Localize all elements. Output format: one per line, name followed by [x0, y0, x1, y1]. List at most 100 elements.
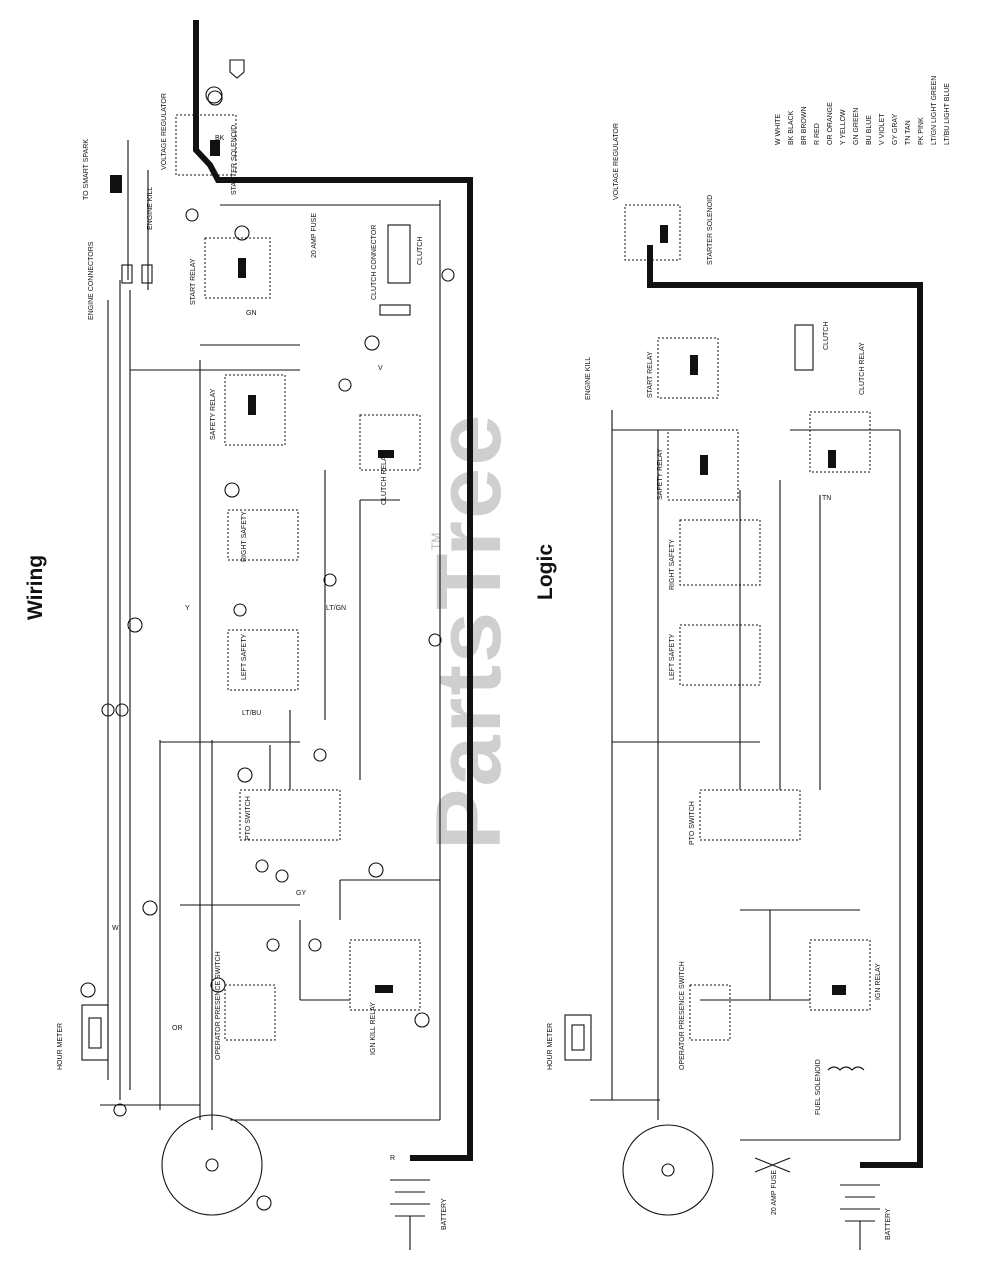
tag-r: R — [390, 1155, 395, 1162]
label-ign-kill-relay: IGN KILL RELAY — [370, 1002, 377, 1055]
logic-label-starter-solenoid: STARTER SOLENOID — [707, 195, 714, 265]
legend-item: LT/GN LIGHT GREEN — [931, 76, 938, 145]
wiring-safety-relay — [224, 374, 286, 446]
logic-label-voltage-regulator: VOLTAGE REGULATOR — [613, 123, 620, 200]
logic-left-safety-switch — [679, 624, 761, 686]
tag-lt-bu: LT/BU — [242, 710, 261, 717]
label-operator-presence-switch: OPERATOR PRESENCE SWITCH — [215, 951, 222, 1060]
wiring-clutch — [387, 224, 411, 284]
legend-item: BU BLUE — [866, 115, 873, 145]
legend-item: V VIOLET — [879, 113, 886, 145]
logic-label-clutch: CLUTCH — [823, 322, 830, 350]
legend-item: BK BLACK — [788, 110, 795, 145]
logic-fuse-2 — [754, 1157, 791, 1173]
label-left-safety: LEFT SAFETY — [241, 634, 248, 680]
logic-safety-relay-coil — [700, 455, 708, 475]
label-20-amp-fuse: 20 AMP FUSE — [311, 213, 318, 258]
wiring-callouts — [80, 90, 455, 1211]
label-pto-switch: PTO SWITCH — [245, 796, 252, 840]
tag-lt-gn: LT/GN — [326, 605, 346, 612]
logic-fuel-solenoid — [827, 1066, 865, 1071]
starter-motor-symbol — [229, 59, 245, 79]
logic-label-clutch-relay: CLUTCH RELAY — [859, 342, 866, 395]
logic-start-relay-coil — [690, 355, 698, 375]
logic-battery-cable — [647, 245, 923, 1168]
wiring-right-safety-switch — [227, 509, 299, 561]
logic-label-left-safety: LEFT SAFETY — [669, 634, 676, 680]
logic-clutch-relay — [809, 411, 871, 473]
tag-y: Y — [185, 605, 190, 612]
logic-right-safety-switch — [679, 519, 761, 586]
label-clutch: CLUTCH — [417, 237, 424, 265]
legend-item: GN GREEN — [853, 108, 860, 145]
logic-hour-meter — [564, 1014, 592, 1061]
wiring-ignition-switch — [161, 1114, 263, 1216]
legend-item: LT/BU LIGHT BLUE — [944, 83, 951, 145]
logic-clutch-relay-coil — [828, 450, 836, 468]
starter-solenoid-coil — [210, 140, 220, 156]
logic-hour-meter-inner — [571, 1024, 585, 1051]
logic-title: Logic — [534, 544, 557, 600]
wiring-operator-presence-switch — [224, 984, 276, 1041]
label-starter-solenoid: STARTER SOLENOID — [231, 125, 238, 195]
svg-text:Logic: Logic — [534, 544, 557, 600]
wiring-left-safety-switch — [227, 629, 299, 691]
label-start-relay: START RELAY — [190, 258, 197, 305]
logic-label-engine-kill: ENGINE KILL — [585, 357, 592, 400]
logic-label-operator-presence-switch: OPERATOR PRESENCE SWITCH — [679, 961, 686, 1070]
logic-label-hour-meter: HOUR METER — [547, 1023, 554, 1070]
tag-gn: GN — [246, 310, 257, 317]
tag-tn: TN — [822, 495, 831, 502]
legend-item: GY GRAY — [892, 113, 899, 145]
svg-text:Wiring: Wiring — [24, 555, 47, 620]
logic-start-relay — [657, 337, 719, 399]
tag-bk: BK — [215, 135, 225, 142]
logic-label-right-safety: RIGHT SAFETY — [669, 539, 676, 590]
legend-item: R RED — [814, 123, 821, 145]
wiring-pto-switch — [239, 789, 341, 841]
logic-label-ign-relay: IGN RELAY — [875, 963, 882, 1000]
label-clutch-connector: CLUTCH CONNECTOR — [371, 225, 378, 300]
tag-w: W — [112, 925, 119, 932]
starter-solenoid-terminal — [205, 86, 223, 104]
wiring-clutch-relay — [359, 414, 421, 471]
wiring-hour-meter — [81, 1004, 109, 1061]
wiring-starter-solenoid — [175, 114, 237, 176]
logic-starter-solenoid-coil — [660, 225, 668, 243]
logic-ign-relay — [809, 939, 871, 1011]
logic-pto-switch — [699, 789, 801, 841]
wire-color-tags: W BK R OR Y GN GY V LT/GN LT/BU TN — [112, 135, 831, 1162]
clutch-relay-coil — [378, 450, 394, 458]
logic-labels: VOLTAGE REGULATOR STARTER SOLENOID ENGIN… — [547, 123, 892, 1240]
logic-operator-presence-switch — [689, 984, 731, 1041]
legend-item: Y YELLOW — [840, 109, 847, 145]
wiring-labels: VOLTAGE REGULATOR STARTER SOLENOID ENGIN… — [57, 93, 448, 1230]
logic-diagram: VOLTAGE REGULATOR STARTER SOLENOID ENGIN… — [547, 76, 951, 1250]
watermark-tm: TM — [429, 533, 443, 550]
logic-starter-solenoid — [624, 204, 681, 261]
ign-kill-relay-coil — [375, 985, 393, 993]
logic-label-pto-switch: PTO SWITCH — [689, 801, 696, 845]
wiring-battery-cable — [193, 20, 473, 1161]
ignition-switch-hub — [205, 1158, 219, 1172]
legend-item: OR ORANGE — [827, 102, 834, 145]
logic-ign-relay-coil — [832, 985, 846, 995]
logic-safety-relay — [667, 429, 739, 501]
tag-gy: GY — [296, 890, 306, 897]
label-clutch-relay: CLUTCH RELAY — [381, 452, 388, 505]
legend-item: W WHITE — [775, 114, 782, 145]
wiring-battery — [390, 1179, 430, 1250]
label-to-smart-spark: TO SMART SPARK — [83, 139, 90, 200]
label-battery: BATTERY — [441, 1198, 448, 1230]
hour-meter-inner — [88, 1017, 102, 1049]
engine-connector-2 — [141, 264, 153, 284]
label-voltage-regulator: VOLTAGE REGULATOR — [161, 93, 168, 170]
color-legend: W WHITE BK BLACK BR BROWN R RED OR ORANG… — [775, 76, 951, 145]
label-engine-connectors: ENGINE CONNECTORS — [88, 241, 95, 320]
logic-battery — [840, 1184, 880, 1250]
label-engine-kill: ENGINE KILL — [147, 187, 154, 230]
label-safety-relay: SAFETY RELAY — [210, 388, 217, 440]
smart-spark-connector — [110, 175, 122, 193]
